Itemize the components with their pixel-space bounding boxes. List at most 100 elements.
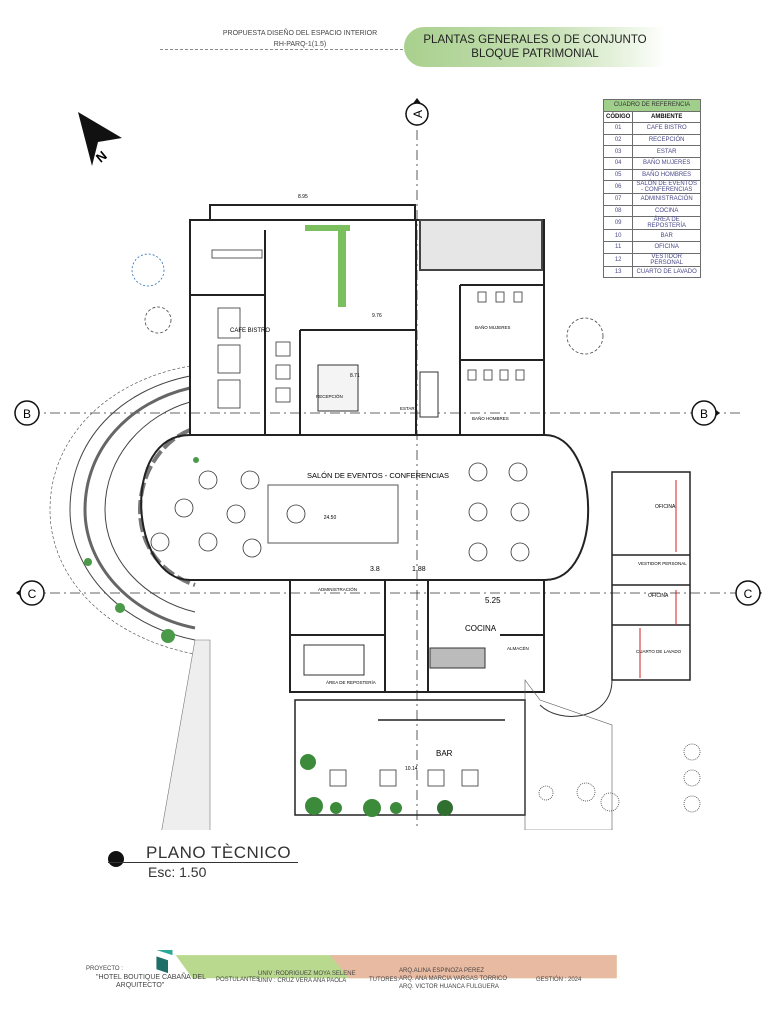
dim-salon: 24.50 — [324, 515, 337, 521]
dim-bar: 10.14 — [405, 766, 418, 772]
garden-path — [524, 679, 613, 830]
title-banner: PLANTAS GENERALES O DE CONJUNTO BLOQUE P… — [404, 27, 666, 67]
section-marker-a-top: A — [405, 98, 429, 126]
label-cocina: COCINA — [465, 624, 497, 633]
footer-gestion: GESTIÓN : 2024 — [536, 977, 582, 983]
label-oficina-1: OFICINA — [655, 504, 676, 510]
staff-block-walls — [611, 471, 691, 681]
footer-tutor-2: ARQ. ANA MARCIA VARGAS TORRICO — [399, 976, 508, 982]
footer-info: PROYECTO : "HOTEL BOUTIQUE CABAÑA DEL AR… — [86, 960, 746, 994]
dim-976: 9.76 — [372, 313, 382, 319]
label-vestidor: VESTIDOR PERSONAL — [638, 561, 687, 566]
reference-code: 04 — [602, 156, 634, 170]
footer-tutor-3: ARQ. VICTOR HUANCA FULGUERA — [399, 984, 499, 990]
bar-block-walls — [294, 699, 526, 816]
dim-38: 3.8 — [370, 566, 380, 573]
section-label-b-right: B — [700, 407, 708, 421]
reference-room: ESTAR — [632, 145, 701, 158]
footer-student-1: UNIV :RODRIGUEZ MOYA SELENE — [258, 971, 356, 977]
reference-room: VESTIDOR PERSONAL — [632, 252, 701, 267]
section-marker-b-left: B — [14, 400, 40, 426]
label-cafe-bistro: CAFE BISTRO — [230, 328, 270, 334]
reference-code: 01 — [602, 122, 634, 135]
footer-tutor-1: ARQ.ALINA ESPINOZA PEREZ — [399, 968, 485, 974]
dim-871: 8.71 — [350, 373, 360, 379]
reference-col-code: CÓDIGO — [602, 110, 634, 124]
label-bano-hombres: BAÑO HOMBRES — [472, 415, 509, 421]
dim-188: 1.88 — [412, 566, 426, 573]
toilet-fixtures — [467, 291, 525, 381]
stairs-area — [161, 639, 211, 830]
dim-525: 5.25 — [485, 596, 501, 605]
label-bano-mujeres: BAÑO MUJERES — [475, 324, 511, 330]
section-label-c-left: C — [28, 587, 37, 601]
pastry-counter — [303, 644, 365, 676]
reference-room: ÁREA DE REPOSTERÍA — [632, 216, 701, 231]
planter-top — [305, 225, 350, 231]
sofa — [419, 371, 439, 418]
header-divider — [160, 49, 408, 50]
tree-icons — [131, 253, 701, 813]
label-bar: BAR — [436, 749, 453, 758]
footer-project-name-1: "HOTEL BOUTIQUE CABAÑA DEL — [96, 974, 206, 981]
north-arrow-icon: N — [78, 112, 122, 166]
reference-code: 13 — [602, 265, 634, 279]
round-tables — [150, 462, 530, 562]
footer-tutors-label: TUTORES: — [369, 977, 400, 983]
footer-project-name-2: ARQUITECTO" — [116, 982, 165, 989]
reference-room: BAR — [632, 229, 701, 242]
reference-room: CUARTO DE LAVADO — [632, 265, 701, 279]
label-almacen: ALMACÉN — [507, 645, 529, 651]
floor-plan: N A A B B C C — [14, 98, 762, 830]
footer-band — [156, 950, 617, 979]
label-lavado: CUARTO DE LAVADO — [636, 649, 682, 654]
terrace-plants — [84, 457, 199, 643]
reference-room: BAÑO MUJERES — [632, 156, 701, 170]
reference-code: 03 — [602, 145, 634, 158]
legend-underline — [108, 862, 298, 863]
section-marker-c-right: C — [735, 580, 762, 606]
section-label-b-left: B — [23, 407, 31, 421]
footer-project-label: PROYECTO : — [86, 966, 123, 972]
cafe-tables — [211, 249, 291, 409]
section-label-c-right: C — [744, 587, 753, 601]
legend-bullet — [108, 851, 124, 867]
top-block-walls — [189, 204, 417, 436]
section-marker-c-left: C — [16, 580, 45, 606]
reference-room: RECEPCIÓN — [632, 133, 701, 147]
title-line1: PLANTAS GENERALES O DE CONJUNTO — [423, 34, 647, 46]
reception-counter — [317, 364, 359, 412]
legend-title: PLANO TÈCNICO — [146, 843, 292, 862]
label-reposteria: ÁREA DE REPOSTERÍA — [326, 679, 376, 685]
ramp-curve — [539, 679, 613, 717]
footer-students-label: POSTULANTES — [216, 977, 261, 983]
kitchen-island — [429, 647, 486, 669]
header-subtitle-line2: RH-PARQ-1(1.5) — [273, 41, 327, 48]
reference-code: 06 — [602, 180, 634, 195]
label-salon: SALÓN DE EVENTOS - CONFERENCIAS — [307, 471, 449, 480]
reference-room: ADMINISTRACIÓN — [632, 193, 701, 206]
bar-plants — [300, 754, 453, 817]
bar-tables — [329, 769, 479, 787]
reference-room: SALÓN DE EVENTOS - CONFERENCIAS — [632, 180, 701, 195]
reference-code: 07 — [602, 193, 634, 206]
label-recepcion: RECEPCIÓN — [316, 393, 343, 399]
reference-code: 09 — [602, 216, 634, 231]
label-estar: ESTAR — [400, 406, 415, 411]
planter-side — [338, 225, 346, 307]
section-label-a-top: A — [411, 110, 425, 118]
